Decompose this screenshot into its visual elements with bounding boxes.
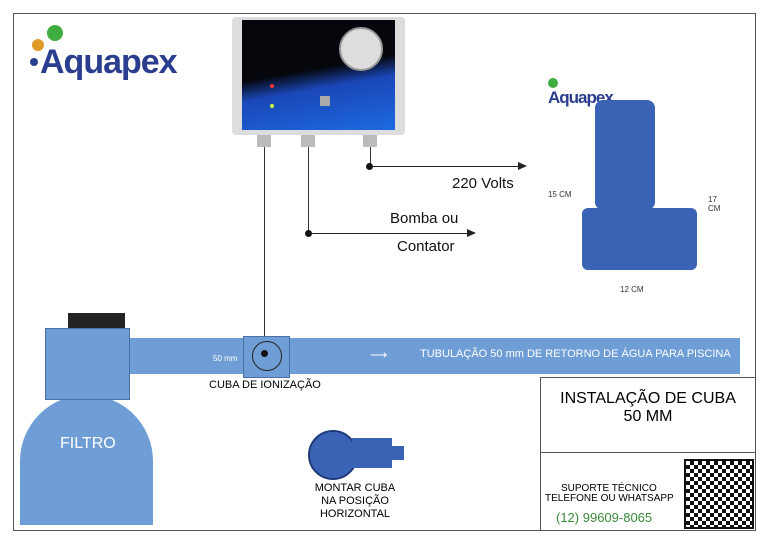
filter-head xyxy=(45,328,130,400)
cell-disc xyxy=(308,430,358,480)
mount-line-2: NA POSIÇÃO xyxy=(321,495,389,507)
connection-dot xyxy=(366,163,373,170)
pump-arrow xyxy=(308,229,476,237)
filter-valve xyxy=(68,313,125,328)
qr-code-small xyxy=(320,96,330,106)
contactor-label: Contator xyxy=(397,238,455,255)
title-line-1: INSTALAÇÃO DE CUBA xyxy=(560,390,736,407)
return-pipe xyxy=(128,338,740,374)
support-phone[interactable]: (12) 99609-8065 xyxy=(556,510,653,525)
wire-power xyxy=(370,147,371,167)
power-arrow xyxy=(370,162,527,170)
product-image: Aquapex 15 CM 17 CM 12 CM xyxy=(540,75,730,295)
filter-tank xyxy=(20,395,153,525)
led-green xyxy=(270,104,274,108)
support-title: SUPORTE TÉCNICO xyxy=(561,483,657,494)
small-logo-dot xyxy=(548,78,558,88)
volts-label: 220 Volts xyxy=(452,175,514,192)
mount-line-1: MONTAR CUBA xyxy=(314,482,396,494)
support-subtitle: TELEFONE OU WHATSAPP xyxy=(545,493,674,504)
cell-connector xyxy=(352,438,392,468)
timer-display xyxy=(339,27,383,71)
wire-cell xyxy=(264,147,265,352)
filter-label: FILTRO xyxy=(60,435,116,452)
logo-dot-orange xyxy=(32,39,44,51)
cell-connection-dot xyxy=(261,350,268,357)
pipe-size-label: 50 mm xyxy=(213,354,238,363)
aquapex-logo: Aquapex xyxy=(28,25,188,85)
horizontal-cell-image xyxy=(308,430,408,480)
cable-gland xyxy=(363,135,377,147)
cable-gland xyxy=(301,135,315,147)
ionization-cell-circle xyxy=(252,341,282,371)
logo-dot-green xyxy=(47,25,63,41)
mount-instructions: MONTAR CUBA NA POSIÇÃO HORIZONTAL xyxy=(300,482,410,521)
support-box: SUPORTE TÉCNICO TELEFONE OU WHATSAPP (12… xyxy=(540,452,756,531)
dim-width: 12 CM xyxy=(620,285,644,294)
qr-code[interactable] xyxy=(684,459,754,529)
cell-body xyxy=(595,100,655,210)
title-line-2: 50 MM xyxy=(623,408,673,425)
flow-arrow: ⟶ xyxy=(370,348,388,362)
mount-line-3: HORIZONTAL xyxy=(319,508,391,520)
dim-height-1: 15 CM xyxy=(548,190,572,199)
diagram-frame xyxy=(13,13,756,531)
pump-label: Bomba ou xyxy=(390,210,459,227)
cable-gland xyxy=(257,135,271,147)
pipe-description: TUBULAÇÃO 50 mm DE RETORNO DE ÁGUA PARA … xyxy=(420,348,731,360)
cell-tip xyxy=(392,446,404,460)
dim-height-2: 17 CM xyxy=(708,195,721,213)
cell-tee xyxy=(582,208,697,270)
led-red xyxy=(270,84,274,88)
wire-pump xyxy=(308,147,309,234)
logo-dot-blue xyxy=(30,58,38,66)
title-box: INSTALAÇÃO DE CUBA 50 MM xyxy=(540,377,756,454)
controller-panel xyxy=(242,20,395,130)
cell-label: CUBA DE IONIZAÇÃO xyxy=(209,379,321,391)
logo-text: Aquapex xyxy=(40,43,178,81)
